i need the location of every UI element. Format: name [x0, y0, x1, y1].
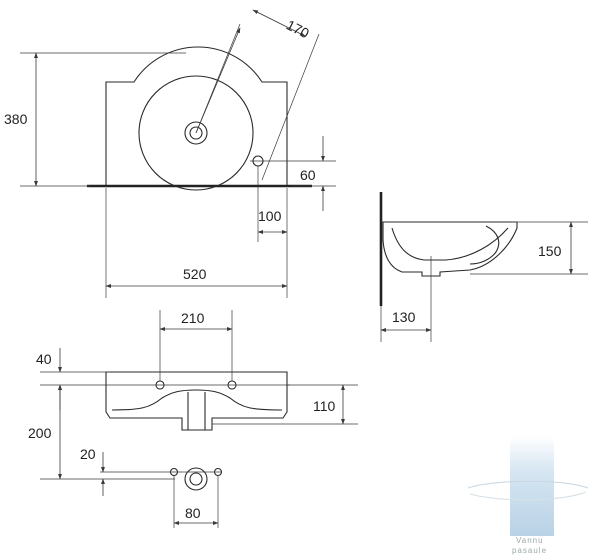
front-bowl-curve [111, 389, 283, 411]
basin-outline-top [105, 46, 288, 187]
dim-label-210: 210 [181, 310, 205, 326]
watermark-text-1: Vannu [516, 536, 544, 545]
dim-label-20: 20 [80, 446, 96, 462]
drain-inner [189, 126, 203, 140]
front-view: 210 40 200 110 20 80 [28, 310, 358, 528]
drain-outer [184, 121, 208, 145]
front-outline [105, 371, 288, 431]
side-view: 150 130 [379, 192, 588, 342]
dim-label-100: 100 [258, 208, 282, 224]
dim-label-200: 200 [28, 425, 52, 441]
side-profile-inner [391, 227, 509, 261]
dim-label-60: 60 [300, 167, 316, 183]
dim-label-110: 110 [313, 398, 336, 414]
dim-label-80: 80 [185, 505, 201, 521]
watermark-logo: Vannu pasaule [467, 436, 589, 555]
dim-line-170 [252, 9, 306, 37]
dim-label-150: 150 [538, 243, 562, 259]
dim-label-170: 170 [284, 17, 312, 42]
dim-label-380: 380 [4, 111, 28, 127]
bowl-circle [138, 75, 254, 191]
side-profile-outer [382, 221, 518, 277]
bottom-drain-inner [189, 472, 203, 486]
bottom-drain-outer [184, 467, 208, 491]
dim-label-130: 130 [392, 309, 416, 325]
dim-label-520: 520 [183, 266, 207, 282]
side-overflow-channel [469, 225, 500, 265]
dim-label-40: 40 [36, 351, 52, 367]
watermark-text-2: pasaule [512, 546, 547, 555]
top-view: 170 380 60 100 520 [4, 9, 336, 298]
watermark-bar [510, 436, 554, 536]
